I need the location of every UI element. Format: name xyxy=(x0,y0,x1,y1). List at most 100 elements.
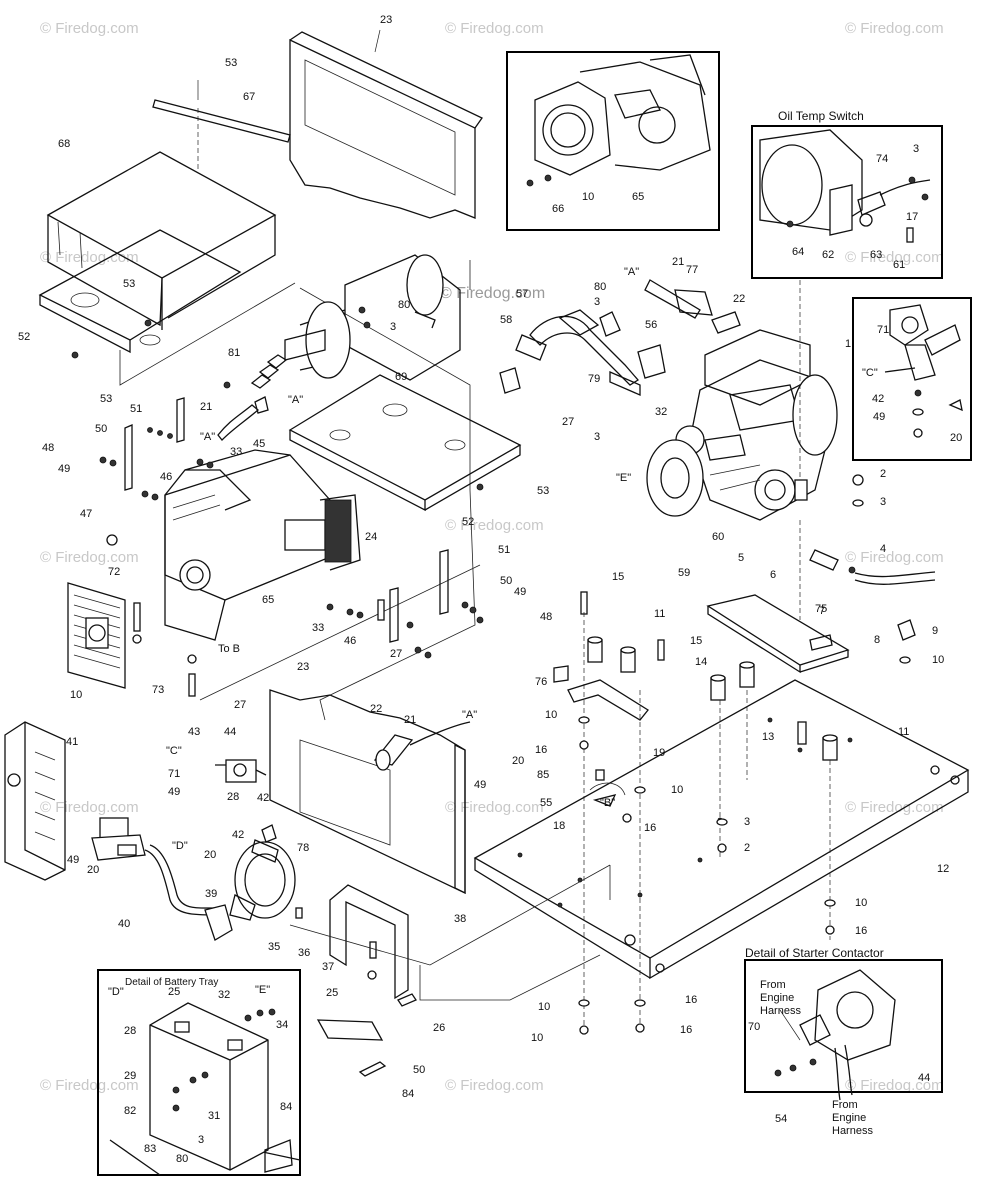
callout-67-label: 67 xyxy=(243,91,255,103)
callout-49-label: 49 xyxy=(58,463,70,475)
watermark: © Firedog.com xyxy=(40,249,139,266)
callout-27-label: 27 xyxy=(390,648,402,660)
callout-3-label: 3 xyxy=(390,321,396,333)
bolt-26 xyxy=(369,941,377,959)
callout-D-label: "D" xyxy=(172,840,188,852)
callout-23-label: 23 xyxy=(380,14,392,26)
bracket-25 xyxy=(329,884,409,1000)
callout-75-label: 75 xyxy=(815,603,827,615)
bottom-washers xyxy=(578,716,836,1035)
inset-starter-contactor-box xyxy=(744,959,943,1093)
callout-3-label: 3 xyxy=(594,296,600,308)
callout-84-label: 84 xyxy=(402,1088,414,1100)
callout-13-label: 13 xyxy=(762,731,774,743)
mounting-plate-6 xyxy=(706,594,850,674)
callout-44-label: 44 xyxy=(224,726,236,738)
inset-oil-temp-box xyxy=(751,125,943,279)
inset-right-callout-20: 20 xyxy=(950,432,962,444)
watermark: © Firedog.com xyxy=(445,517,544,534)
watermark: © Firedog.com xyxy=(445,20,544,37)
bracket-76 xyxy=(553,665,569,683)
callout-36-label: 36 xyxy=(298,947,310,959)
callout-40-label: 40 xyxy=(118,918,130,930)
fuel-hose xyxy=(144,849,216,916)
callout-52-label: 52 xyxy=(18,331,30,343)
callout-80-label: 80 xyxy=(398,299,410,311)
callout-48-label: 48 xyxy=(42,442,54,454)
engine xyxy=(675,329,838,521)
rear-panel xyxy=(289,29,483,219)
callout-A-label: "A" xyxy=(624,266,639,278)
callout-26-label: 26 xyxy=(433,1022,445,1034)
callout-57-label: 57 xyxy=(516,288,528,300)
callout-C-label: "C" xyxy=(166,745,182,757)
callout-42-label: 42 xyxy=(232,829,244,841)
callout-55-label: 55 xyxy=(540,797,552,809)
callout-69-label: 69 xyxy=(395,371,407,383)
watermark-center: © Firedog.com xyxy=(440,285,545,302)
watermark: © Firedog.com xyxy=(845,549,944,566)
watermark: © Firedog.com xyxy=(40,799,139,816)
callout-1-label: 1 xyxy=(845,338,851,350)
inset-fuel-fitting xyxy=(884,304,963,438)
watermark: © Firedog.com xyxy=(40,1077,139,1094)
callout-6-label: 6 xyxy=(770,569,776,581)
inset-oil-callout-62: 62 xyxy=(822,249,834,261)
inset-battery-callout-31: 31 xyxy=(208,1110,220,1122)
inset-battery-callout-84: 84 xyxy=(280,1101,292,1113)
callout-58-label: 58 xyxy=(500,314,512,326)
dashed-guides xyxy=(583,280,831,1030)
watermark: © Firedog.com xyxy=(445,1077,544,1094)
callout-43-label: 43 xyxy=(188,726,200,738)
callout-16-label: 16 xyxy=(644,822,656,834)
callout-38-label: 38 xyxy=(454,913,466,925)
callout-49-label: 49 xyxy=(514,586,526,598)
callout-3-label: 3 xyxy=(744,816,750,828)
callout-50-label: 50 xyxy=(500,575,512,587)
inset-starter-contactor xyxy=(774,969,896,1101)
inset-top-callout-65: 65 xyxy=(632,191,644,203)
callout-71-label: 71 xyxy=(168,768,180,780)
callout-16-label: 16 xyxy=(535,744,547,756)
callout-53-label: 53 xyxy=(100,393,112,405)
washer-50 xyxy=(367,970,377,980)
callout-46-label: 46 xyxy=(344,635,356,647)
callout-32-label: 32 xyxy=(655,406,667,418)
callout-68-label: 68 xyxy=(58,138,70,150)
bolt-9 xyxy=(897,619,916,641)
label-from-engine-harness-1: From Engine Harness xyxy=(760,979,801,1017)
callout-48-label: 48 xyxy=(540,611,552,623)
inset-starter-callout-54: 54 xyxy=(775,1113,787,1125)
elbow-36 xyxy=(204,904,233,941)
inset-fuel-fitting-box xyxy=(852,297,972,461)
harness-1-line-2: Engine xyxy=(760,992,794,1004)
inset-right-callout-C: "C" xyxy=(862,367,878,379)
inset-battery-callout-29: 29 xyxy=(124,1070,136,1082)
callout-49-label: 49 xyxy=(168,786,180,798)
inset-oil-callout-3: 3 xyxy=(913,143,919,155)
fuel-hose-outer xyxy=(149,844,216,909)
regulator xyxy=(229,824,296,921)
callout-28-label: 28 xyxy=(227,791,239,803)
harness-2-line-2: Engine xyxy=(832,1112,866,1124)
callout-46-label: 46 xyxy=(160,471,172,483)
alternator xyxy=(164,449,361,641)
harness-2-line-3: Harness xyxy=(832,1125,873,1137)
callout-20-label: 20 xyxy=(512,755,524,767)
caption-battery-tray: Detail of Battery Tray xyxy=(125,977,218,988)
inset-right-callout-71: 71 xyxy=(877,324,889,336)
callout-21-label: 21 xyxy=(672,256,684,268)
label-to-b: To B xyxy=(218,643,240,655)
callout-78-label: 78 xyxy=(297,842,309,854)
bolt-13 xyxy=(797,721,807,745)
bracket-50 xyxy=(124,424,133,491)
inset-battery-callout-80: 80 xyxy=(176,1153,188,1165)
callout-A-label: "A" xyxy=(200,431,215,443)
callout-18-label: 18 xyxy=(553,820,565,832)
callout-4-label: 4 xyxy=(880,543,886,555)
callout-51-label: 51 xyxy=(130,403,142,415)
callout-37-label: 37 xyxy=(322,961,334,973)
callout-53-label: 53 xyxy=(123,278,135,290)
